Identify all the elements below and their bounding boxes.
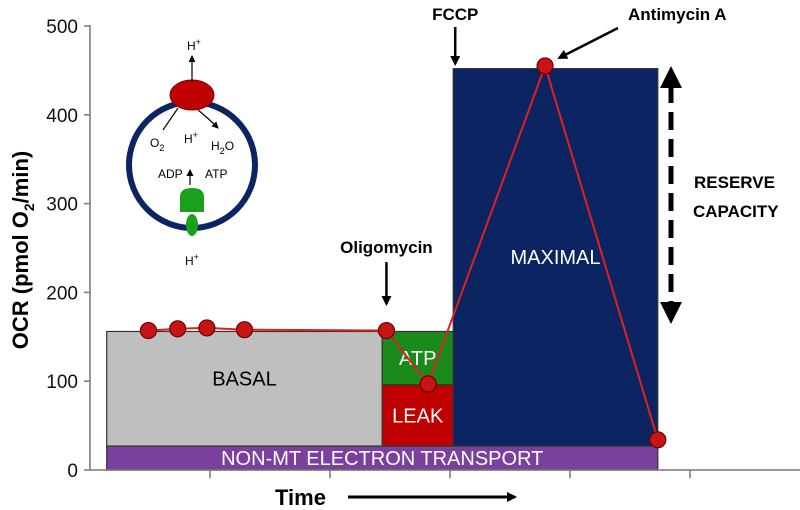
y-tick-label: 100: [46, 372, 78, 393]
y-tick-label: 300: [46, 195, 78, 216]
ocr-point: [377, 321, 396, 340]
mitochondrion-schematic: H+ O2 H+ H2O ADP ATP H+: [126, 37, 258, 268]
region-label-leak: LEAK: [392, 405, 444, 427]
ocr-point: [536, 57, 554, 75]
electron-transport-complex: [169, 79, 215, 111]
proton-inner-label: H+: [184, 130, 198, 146]
reserve-arrowhead-bottom: [660, 302, 682, 324]
proton-bottom-label: H+: [185, 252, 199, 268]
region-label-maximal: MAXIMAL: [510, 247, 600, 269]
axes: 0 100 200 300 400 500: [46, 17, 800, 482]
y-tick-label: 200: [46, 283, 78, 304]
o2-arrow: [162, 107, 179, 131]
ocr-point: [139, 321, 158, 340]
antimycin-arrow: [557, 26, 619, 60]
region-maximal: [452, 68, 659, 447]
ocr-point: [235, 321, 254, 339]
atp-label: ATP: [205, 167, 227, 181]
y-ticks: 0 100 200 300 400 500: [46, 17, 90, 482]
atp-synthase-stalk: [186, 214, 198, 236]
ocr-point: [419, 375, 437, 393]
antimycin-label: Antimycin A: [628, 5, 727, 24]
water-arrow: [197, 109, 219, 129]
oligomycin-label: Oligomycin: [340, 238, 433, 257]
region-label-atp: ATP: [399, 348, 436, 370]
x-ticks: [209, 470, 691, 478]
reserve-arrowhead-top: [660, 66, 682, 88]
proton-top-label: H+: [187, 37, 201, 53]
fccp-label: FCCP: [432, 5, 478, 24]
atp-synthase: [180, 188, 204, 212]
ocr-point: [198, 319, 216, 337]
water-label: H2O: [211, 139, 234, 156]
region-label-nonmt: NON-MT ELECTRON TRANSPORT: [221, 448, 543, 470]
y-tick-label: 0: [67, 461, 78, 482]
y-tick-label: 500: [46, 17, 78, 38]
o2-label: O2: [150, 136, 164, 153]
ocr-series: [139, 57, 667, 449]
region-basal: [106, 330, 383, 447]
adp-label: ADP: [158, 167, 183, 181]
ocr-point: [649, 431, 667, 449]
x-axis-label: Time: [275, 485, 326, 510]
reserve-label-line2: CAPACITY: [693, 202, 779, 221]
region-label-basal: BASAL: [212, 369, 276, 391]
y-axis-label: OCR (pmol O2/min): [8, 151, 37, 349]
y-tick-label: 400: [46, 106, 78, 127]
reserve-label-line1: RESERVE: [694, 173, 775, 192]
chart-regions: NON-MT ELECTRON TRANSPORT BASAL LEAK ATP MAX…: [106, 68, 659, 471]
ocr-point: [169, 320, 187, 338]
annotations: Oligomycin FCCP Antimycin A RESERVE CAPA…: [340, 5, 779, 324]
